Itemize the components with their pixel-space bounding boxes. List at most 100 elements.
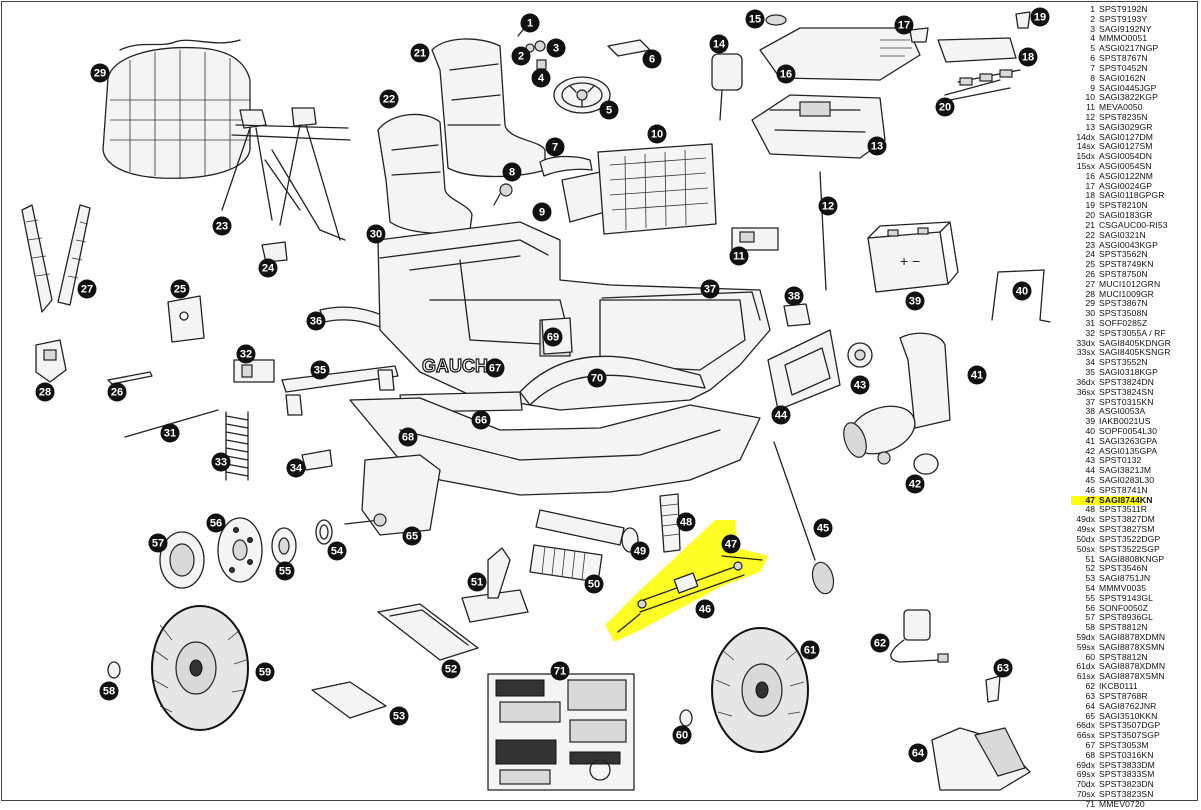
part-32-switch [233,359,275,383]
part-59-wheel [151,605,249,731]
part-code: SPST9192N [1099,4,1148,14]
part-number: 19 [1085,200,1095,211]
part-code: CSGAUC00-RI53 [1099,219,1168,230]
callout-number: 65 [406,531,418,543]
part-number: 69dx [1076,759,1095,770]
callout-number: 35 [314,365,326,377]
callout-50: 50 [584,574,604,594]
callout-number: 32 [240,349,252,361]
part-code: SPST3867N [1099,298,1148,309]
part-number: 66dx [1076,720,1095,731]
part-number: 37 [1085,396,1095,407]
callout-43: 43 [850,375,870,395]
callout-number: 5 [606,105,612,117]
part-number: 70sx [1076,789,1095,799]
part-number: 32 [1085,327,1095,338]
part-code: SAGI8405KDNGR [1099,337,1171,348]
part-code: SAGI0283L30 [1099,475,1155,485]
part-code: SPST3824DN [1099,376,1154,387]
part-number: 5 [1090,43,1095,54]
part-number: 48 [1085,504,1095,515]
part-53-plate [311,681,387,719]
callout-number: 9 [539,207,545,219]
part-number: 17 [1085,180,1095,191]
part-number: 35 [1085,367,1095,378]
callout-number: 63 [997,663,1009,675]
part-code: SPST3562N [1099,249,1148,260]
callout-markers: 1234567891011121314151617181920212223242… [35,7,1050,763]
part-25-bracket [167,295,205,343]
callout-30: 30 [366,224,386,244]
part-42-cap [913,453,939,475]
part-code: SPST8235N [1099,111,1148,122]
part-code: MMMO0051 [1099,33,1148,44]
callout-20: 20 [935,97,955,117]
part-code: SAGI8762JNR [1099,700,1157,711]
callout-number: 1 [527,18,533,30]
part-number: 14sx [1076,141,1095,152]
part-70-fender [519,355,706,406]
part-code: SPST8936GL [1099,612,1154,623]
part-number: 3 [1090,23,1095,34]
part-number: 60 [1085,651,1095,662]
part-code: ASGI0054DN [1099,151,1153,162]
part-21-seat [431,38,546,178]
callout-number: 42 [909,479,921,491]
callout-49: 49 [630,541,650,561]
part-code: SAGI8744KN [1099,494,1153,505]
part-code: SAGI8878XSMN [1099,671,1165,682]
part-code: SPST3833SM [1099,769,1155,780]
callout-number: 38 [788,291,800,303]
part-58-cap [107,661,121,679]
part-code: ASGI0043KGP [1099,239,1158,250]
part-code: ASGI0053A [1099,406,1146,417]
part-number: 14dx [1076,131,1095,142]
part-code: SOPF0054L30 [1099,425,1157,436]
part-22-seat [377,113,473,234]
svg-text:+ −: + − [900,253,920,269]
part-11-control-unit [731,227,779,251]
part-number: 40 [1085,425,1095,436]
callout-number: 25 [174,284,186,296]
part-code: ASGI0135GPA [1099,445,1158,456]
part-17-clip [909,27,929,43]
part-52-tray [377,603,479,661]
callout-22: 22 [379,89,399,109]
callout-number: 20 [939,102,951,114]
part-23-frame [221,107,351,241]
callout-48: 48 [676,512,696,532]
part-3-washer [534,40,546,52]
part-28-buckle [35,339,67,383]
part-number: 36dx [1076,376,1095,387]
callout-42: 42 [905,474,925,494]
part-code: SPST3053M [1099,739,1149,750]
part-18-lid [937,37,1017,63]
callout-11: 11 [729,246,749,266]
callout-number: 55 [279,566,291,578]
callout-number: 50 [588,579,600,591]
callout-13: 13 [867,136,887,156]
callout-number: 44 [775,410,788,422]
callout-number: 67 [489,363,501,375]
part-code: SAGI0318KGP [1099,367,1158,378]
parts-list-row: 36dx SPST3824DN [1071,376,1199,388]
part-code: SAGI0183GR [1099,210,1153,221]
callout-2: 2 [511,46,531,66]
